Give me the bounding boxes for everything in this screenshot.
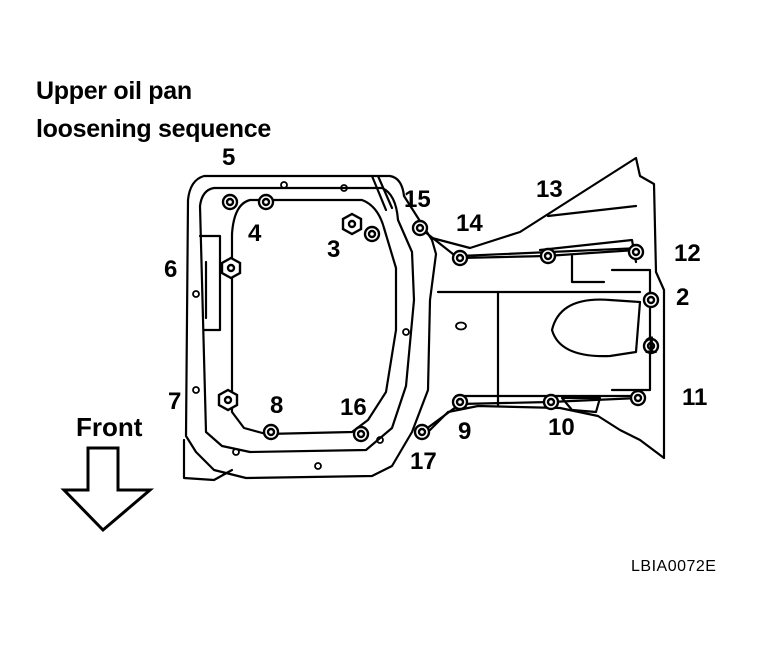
strainer xyxy=(550,298,642,358)
bolt-label-2: 2 xyxy=(676,284,690,311)
bolt-label-10: 10 xyxy=(548,414,575,441)
bolt-17 xyxy=(413,423,431,441)
bolt-16 xyxy=(352,425,370,443)
diagram-title: Upper oil pan loosening sequence xyxy=(36,72,271,148)
bolt-label-1: 1 xyxy=(644,332,658,359)
bolt-5 xyxy=(221,193,239,211)
bolt-label-15: 15 xyxy=(404,186,431,213)
bolt-2 xyxy=(642,291,660,309)
bolt-15 xyxy=(411,219,429,237)
bolt-label-13: 13 xyxy=(536,176,563,203)
bolt-label-17: 17 xyxy=(410,448,437,475)
pan-body-outline xyxy=(428,156,666,460)
bolt-13 xyxy=(539,247,557,265)
bolt-label-4: 4 xyxy=(248,220,262,247)
sump-wall xyxy=(230,198,398,436)
bolt-12 xyxy=(627,243,645,261)
bolt-14 xyxy=(451,249,469,267)
bolt-6 xyxy=(220,256,242,280)
title-line-1: Upper oil pan xyxy=(36,77,192,105)
bolt-7 xyxy=(217,388,239,412)
bolt-label-3: 3 xyxy=(327,236,341,263)
bolt-label-5: 5 xyxy=(222,144,236,171)
bolt-4 xyxy=(257,193,275,211)
pan-inner-flange xyxy=(198,186,416,454)
bolt-11 xyxy=(629,389,647,407)
bolt-9 xyxy=(451,393,469,411)
bolt-label-11: 11 xyxy=(682,384,708,411)
figure-code: LBIA0072E xyxy=(631,558,717,575)
bolt-label-16: 16 xyxy=(340,394,367,421)
bolt-label-9: 9 xyxy=(458,418,472,445)
pan-outer-flange xyxy=(184,174,438,480)
bolt-1 xyxy=(642,337,660,355)
bolt-extra xyxy=(363,225,381,243)
bolt-3 xyxy=(341,212,363,236)
front-arrow-icon xyxy=(60,446,155,533)
title-line-2: loosening sequence xyxy=(36,115,271,143)
bolt-10 xyxy=(542,393,560,411)
front-label: Front xyxy=(76,412,143,442)
bolt-label-12: 12 xyxy=(674,240,701,267)
bolt-label-7: 7 xyxy=(168,388,182,415)
bolt-8 xyxy=(262,423,280,441)
bolt-label-6: 6 xyxy=(164,256,178,283)
bolt-label-8: 8 xyxy=(270,392,284,419)
bolt-label-14: 14 xyxy=(456,210,483,237)
